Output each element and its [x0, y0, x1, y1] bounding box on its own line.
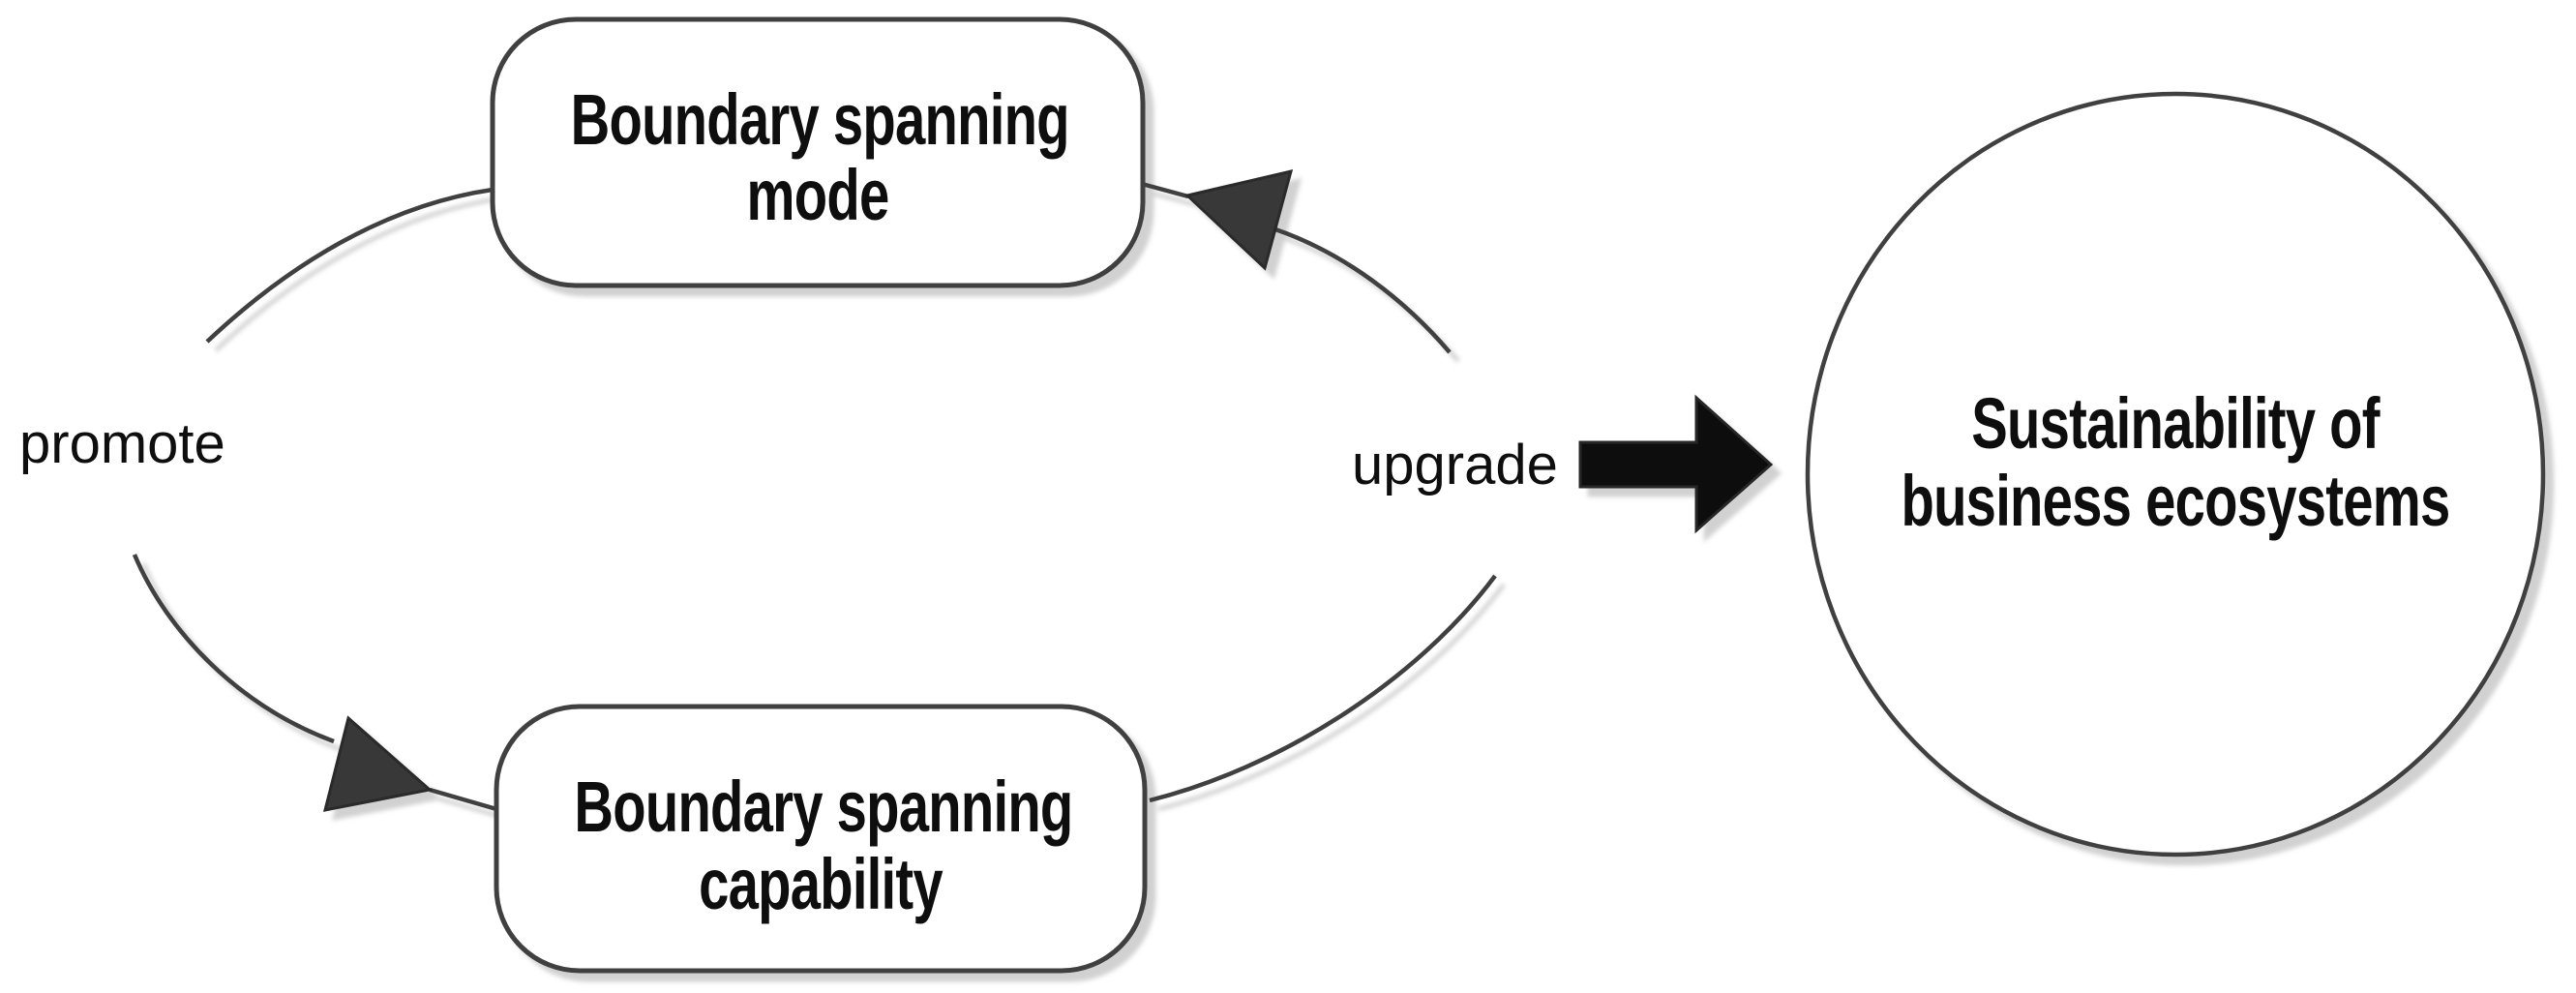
cycle-arc-upper-left [205, 187, 494, 344]
top-box-label: Boundary spanning mode [570, 79, 1070, 235]
top-box-shape [490, 16, 1146, 288]
cycle-arc-lower-left [132, 554, 335, 744]
cycle-arc-upper-right [1274, 226, 1452, 354]
top-box-label-line1: Boundary spanning [570, 79, 1070, 160]
bottom-box-label: Boundary spanning capability [574, 767, 1073, 924]
upgrade-edge-label: upgrade [1352, 434, 1558, 496]
ecosystem-circle-label-line1: Sustainability of [1971, 383, 2380, 464]
bottom-box-shape [494, 704, 1148, 974]
top-box-label-line2: mode [746, 155, 890, 235]
connector-top-right [1141, 181, 1189, 199]
bottom-box-label-line2: capability [699, 844, 944, 924]
block-right-arrow-icon [1578, 394, 1774, 534]
ecosystem-circle-shape [1805, 91, 2546, 858]
promote-edge-label: promote [19, 412, 225, 475]
cycle-arrowhead-top-icon [1183, 168, 1294, 271]
cycle-arc-lower-right [1149, 574, 1497, 803]
bottom-box-label-line1: Boundary spanning [574, 767, 1073, 847]
cycle-arrowhead-bottom-icon [322, 715, 434, 812]
ecosystem-circle-label-line2: business ecosystems [1901, 461, 2450, 541]
connector-bottom-left [429, 787, 497, 812]
ecosystem-circle-label: Sustainability of business ecosystems [1892, 385, 2460, 540]
